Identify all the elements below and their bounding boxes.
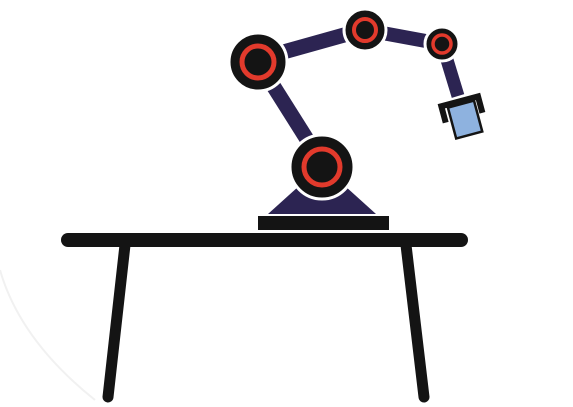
gripped-object [446,99,484,141]
gripper-icon [437,92,486,141]
background-arc [0,269,96,401]
robot-arm-icon [227,7,486,230]
table-leg-left [102,239,131,403]
table-icon [61,233,468,403]
robot-base-plate [258,216,389,230]
joint-wrist [423,25,461,63]
joint-elbow [342,7,388,53]
joint-shoulder [227,31,289,93]
joint-base [288,133,356,201]
table-leg-right [400,239,430,403]
